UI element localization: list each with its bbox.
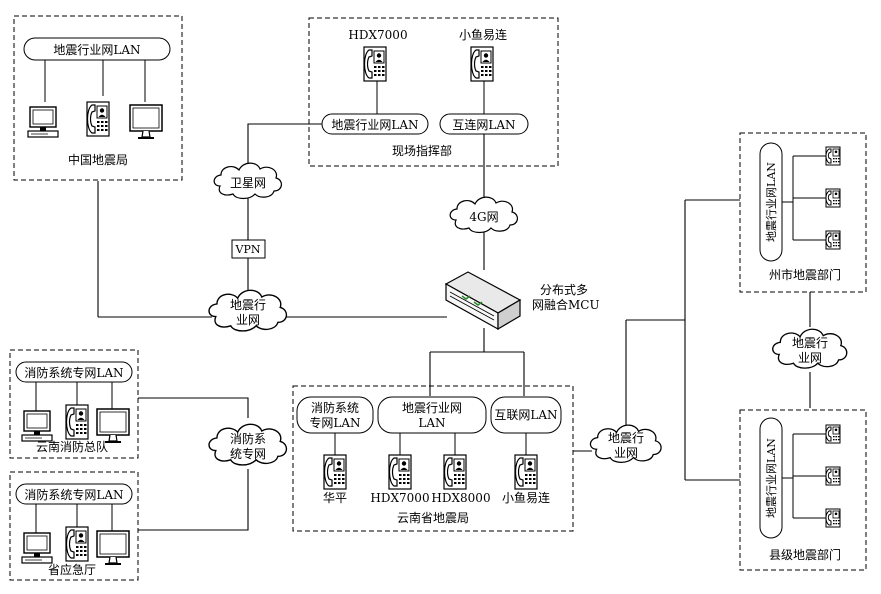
device-label: HDX7000 — [370, 491, 429, 505]
cloud-4g: 4G网 — [449, 196, 519, 234]
video-phone-icon — [825, 508, 841, 528]
monitor-icon — [96, 530, 130, 565]
svg-text:业网: 业网 — [798, 351, 822, 365]
svg-text:VPN: VPN — [235, 243, 261, 256]
lan-label-line2: LAN — [418, 416, 445, 430]
video-phone-icon — [65, 526, 89, 562]
vpn-box: VPN — [231, 239, 266, 259]
monitor-icon — [129, 104, 163, 139]
device-label: 小鱼易连 — [502, 490, 550, 505]
yunnan-earthquake-bureau-block: 消防系统 专网LAN 地震行业网 LAN 互联网LAN 华平 HDX7000 H… — [292, 385, 574, 532]
lan-label-line1: 地震行业网 — [402, 401, 462, 415]
cloud-earthquake-network-center: 地震行 业网 — [208, 289, 288, 332]
video-phone-icon — [514, 454, 538, 490]
block-name: 云南消防总队 — [36, 439, 108, 454]
block-name: 中国地震局 — [68, 152, 128, 167]
lan-label: 互连网LAN — [452, 117, 515, 132]
video-phone-icon — [470, 46, 494, 82]
svg-text:地震行: 地震行 — [230, 298, 266, 312]
mcu-device-icon — [444, 271, 522, 331]
video-phone-icon — [443, 454, 467, 490]
lan-label-line1: 消防系统 — [311, 400, 359, 415]
county-earthquake-dept-block: 地震行业网LAN 县级地震部门 — [739, 409, 867, 571]
device-label: HDX7000 — [348, 28, 407, 42]
video-phone-icon — [825, 188, 841, 208]
cloud-fire-private-network: 消防系 统专网 — [208, 423, 288, 466]
prefecture-earthquake-dept-block: 地震行业网LAN 州市地震部门 — [739, 132, 867, 293]
block-name: 县级地震部门 — [769, 547, 841, 562]
video-phone-icon — [825, 424, 841, 444]
block-name: 云南省地震局 — [397, 510, 469, 525]
video-phone-icon — [825, 466, 841, 486]
lan-label: 地震行业网LAN — [53, 43, 140, 57]
svg-text:卫星网: 卫星网 — [230, 176, 266, 190]
svg-text:4G网: 4G网 — [469, 210, 498, 224]
svg-text:业网: 业网 — [236, 313, 260, 327]
video-phone-icon — [323, 454, 347, 490]
mcu-label-line2: 网融合MCU — [532, 297, 600, 312]
cloud-earthquake-network-right: 地震行 业网 — [589, 424, 662, 463]
cloud-earthquake-network-far-right: 地震行 业网 — [772, 328, 848, 369]
mcu-label-line1: 分布式多 — [540, 283, 588, 297]
svg-text:消防系: 消防系 — [230, 431, 266, 446]
device-label: 华平 — [323, 491, 347, 505]
computer-icon — [21, 532, 53, 564]
svg-text:地震行: 地震行 — [792, 336, 828, 350]
lan-label: 地震行业网LAN — [765, 162, 778, 242]
monitor-icon — [96, 408, 130, 443]
lan-label: 地震行业网LAN — [331, 118, 418, 132]
provincial-emergency-block: 消防系统专网LAN 省应急厅 — [9, 471, 139, 581]
lan-label: 消防系统专网LAN — [24, 365, 123, 380]
svg-text:业网: 业网 — [614, 446, 638, 460]
device-label: HDX8000 — [431, 491, 490, 505]
device-label: 小鱼易连 — [459, 27, 507, 42]
video-phone-icon — [388, 454, 412, 490]
field-command-block: HDX7000 小鱼易连 地震行业网LAN 互连网LAN 现场指挥部 — [308, 17, 559, 167]
video-phone-icon — [825, 230, 841, 250]
block-name: 州市地震部门 — [769, 267, 841, 282]
lan-label: 互联网LAN — [494, 408, 557, 422]
svg-text:地震行: 地震行 — [608, 431, 644, 445]
yunnan-fire-corps-block: 消防系统专网LAN 云南消防总队 — [9, 349, 139, 459]
video-phone-icon — [825, 146, 841, 166]
cloud-satellite: 卫星网 — [213, 162, 283, 200]
lan-label: 地震行业网LAN — [765, 438, 778, 518]
lan-label: 消防系统专网LAN — [24, 487, 123, 502]
china-earthquake-admin-block: 地震行业网LAN 中国地震局 — [13, 15, 183, 181]
connection-lines — [97, 123, 811, 531]
block-name: 省应急厅 — [48, 562, 96, 577]
video-phone-icon — [86, 101, 110, 137]
lan-label-line2: 专网LAN — [309, 415, 360, 430]
block-name: 现场指挥部 — [392, 143, 452, 158]
svg-text:统专网: 统专网 — [230, 446, 266, 461]
computer-icon — [21, 410, 53, 442]
computer-icon — [27, 106, 59, 138]
video-phone-icon — [65, 404, 89, 440]
video-phone-icon — [363, 46, 387, 82]
